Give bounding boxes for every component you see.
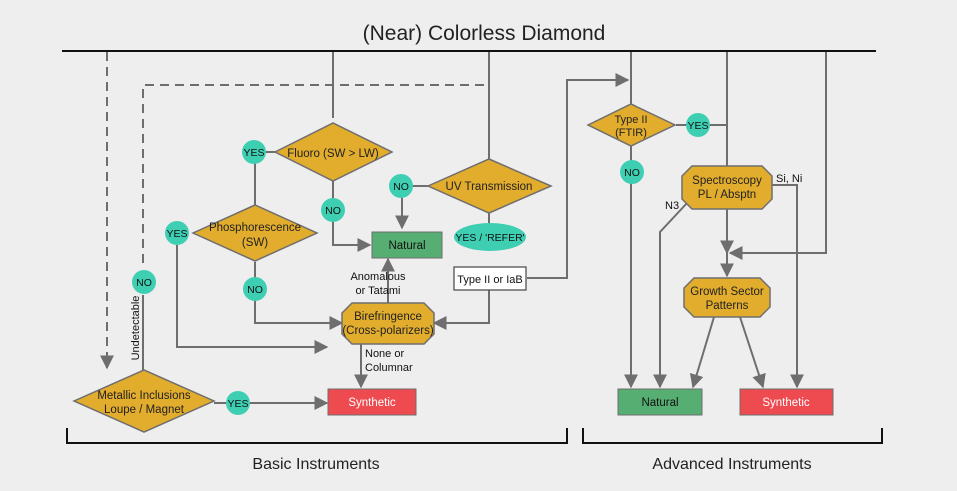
advanced-instruments-label: Advanced Instruments (652, 456, 811, 473)
type-ii-ftir-label-2: (FTIR) (615, 127, 647, 139)
growth-label-2: Patterns (706, 300, 749, 312)
metallic-label-2: Loupe / Magnet (104, 404, 185, 416)
birefringence-test: Birefringence (Cross-polarizers) (341, 302, 435, 345)
badge-yes-fluoro: YES (242, 140, 266, 164)
badge-yes-refer: YES / 'REFER' (454, 223, 526, 251)
basic-instruments-label: Basic Instruments (252, 456, 379, 473)
badge-no-ftir-label: NO (624, 167, 640, 179)
connectors-basic (100, 52, 630, 410)
spectroscopy-test: Spectroscopy PL / Absptn (681, 165, 773, 210)
metallic-label-1: Metallic Inclusions (97, 390, 191, 402)
birefringence-label-1: Birefringence (354, 311, 422, 323)
badge-no-undetectable: NO (132, 270, 156, 294)
badge-yes-metallic-label: YES (227, 398, 248, 410)
label-si-ni: Si, Ni (776, 173, 802, 185)
fluoro-label: Fluoro (SW > LW) (287, 148, 379, 160)
uv-transmission-decision: UV Transmission (426, 158, 553, 214)
fluoro-decision: Fluoro (SW > LW) (273, 122, 394, 182)
uv-transmission-label: UV Transmission (446, 181, 533, 193)
connectors-advanced (624, 52, 827, 389)
synthetic-result-advanced: Synthetic (739, 388, 834, 416)
growth-label-1: Growth Sector (690, 286, 764, 298)
label-undetectable: Undetectable (130, 296, 142, 361)
badge-no-phosphorescence: NO (243, 277, 267, 301)
badge-yes-ftir: YES (686, 113, 710, 137)
label-none-2: Columnar (365, 362, 413, 374)
badge-no-uv-label: NO (393, 181, 409, 193)
synthetic-adv-label: Synthetic (762, 397, 810, 409)
badge-no-fluoro: NO (321, 198, 345, 222)
label-none-1: None or (365, 348, 404, 360)
metallic-inclusions-decision: Metallic Inclusions Loupe / Magnet (72, 369, 216, 433)
label-anomalous-2: or Tatami (355, 285, 400, 297)
spectroscopy-label-2: PL / Absptn (698, 189, 756, 201)
badge-no-undetectable-label: NO (136, 277, 152, 289)
natural-result-basic: Natural (371, 231, 443, 259)
badge-yes-fluoro-label: YES (243, 147, 264, 159)
synthetic-result-basic: Synthetic (327, 388, 417, 416)
type-ii-ftir-label-1: Type II (614, 114, 647, 126)
badge-no-uv: NO (389, 174, 413, 198)
phosphorescence-label-1: Phosphorescence (209, 222, 301, 234)
natural-basic-label: Natural (388, 240, 425, 252)
spectroscopy-label-1: Spectroscopy (692, 175, 762, 187)
label-n3: N3 (665, 200, 679, 212)
type-ii-iab-label: Type II or IaB (457, 274, 522, 286)
badge-yes-left-label: YES (166, 228, 187, 240)
badge-yes-left: YES (165, 221, 189, 245)
birefringence-label-2: (Cross-polarizers) (342, 325, 434, 337)
growth-sector-test: Growth Sector Patterns (683, 277, 771, 318)
type-ii-ftir-decision: Type II (FTIR) (586, 103, 677, 147)
phosphorescence-decision: Phosphorescence (SW) (191, 204, 319, 262)
phosphorescence-label-2: (SW) (242, 237, 268, 249)
natural-result-advanced: Natural (617, 388, 703, 416)
advanced-bracket (582, 428, 883, 444)
page-title: (Near) Colorless Diamond (363, 22, 606, 45)
badge-yes-metallic: YES (226, 391, 250, 415)
badge-no-phosphorescence-label: NO (247, 284, 263, 296)
badge-yes-refer-label: YES / 'REFER' (455, 232, 524, 244)
basic-bracket (66, 428, 568, 444)
badge-no-fluoro-label: NO (325, 205, 341, 217)
badge-no-ftir: NO (620, 160, 644, 184)
type-ii-iab-box: Type II or IaB (453, 266, 527, 291)
badge-yes-ftir-label: YES (687, 120, 708, 132)
label-anomalous-1: Anomalous (350, 271, 406, 283)
synthetic-basic-label: Synthetic (348, 397, 396, 409)
natural-adv-label: Natural (641, 397, 678, 409)
